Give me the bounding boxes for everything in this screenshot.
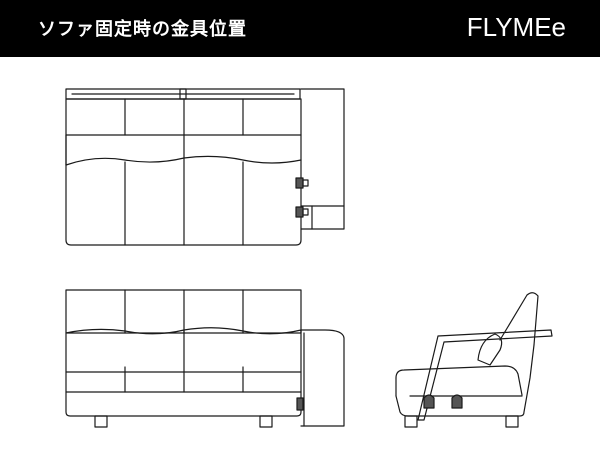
top-fitting-upper bbox=[296, 178, 303, 188]
front-leg-right bbox=[260, 416, 272, 427]
top-seat-edge-right bbox=[184, 156, 301, 163]
side-arm-frame bbox=[418, 330, 552, 420]
front-side-table bbox=[301, 330, 344, 426]
front-seat-cushions bbox=[66, 328, 301, 372]
top-sofa-body bbox=[66, 99, 301, 245]
top-seat-edge-left bbox=[66, 158, 184, 165]
page-title: ソファ固定時の金具位置 bbox=[38, 19, 247, 40]
side-fitting-right bbox=[452, 395, 462, 408]
side-leg-back bbox=[506, 416, 518, 427]
brand-logo: FLYMEe bbox=[466, 12, 566, 42]
front-leg-left bbox=[95, 416, 107, 427]
side-leg-front bbox=[405, 416, 417, 427]
front-view bbox=[66, 290, 344, 427]
side-view bbox=[396, 293, 552, 427]
side-base bbox=[396, 345, 534, 416]
side-seat bbox=[396, 366, 522, 395]
top-fitting-lower bbox=[296, 207, 303, 217]
front-base bbox=[66, 372, 301, 416]
front-fitting bbox=[297, 398, 303, 410]
side-back-cushion bbox=[478, 334, 502, 365]
side-backrest bbox=[500, 293, 538, 345]
top-side-table bbox=[301, 89, 344, 229]
header-bar: ソファ固定時の金具位置 FLYMEe bbox=[0, 0, 600, 57]
side-fitting-left bbox=[424, 395, 434, 408]
top-view bbox=[66, 89, 344, 245]
